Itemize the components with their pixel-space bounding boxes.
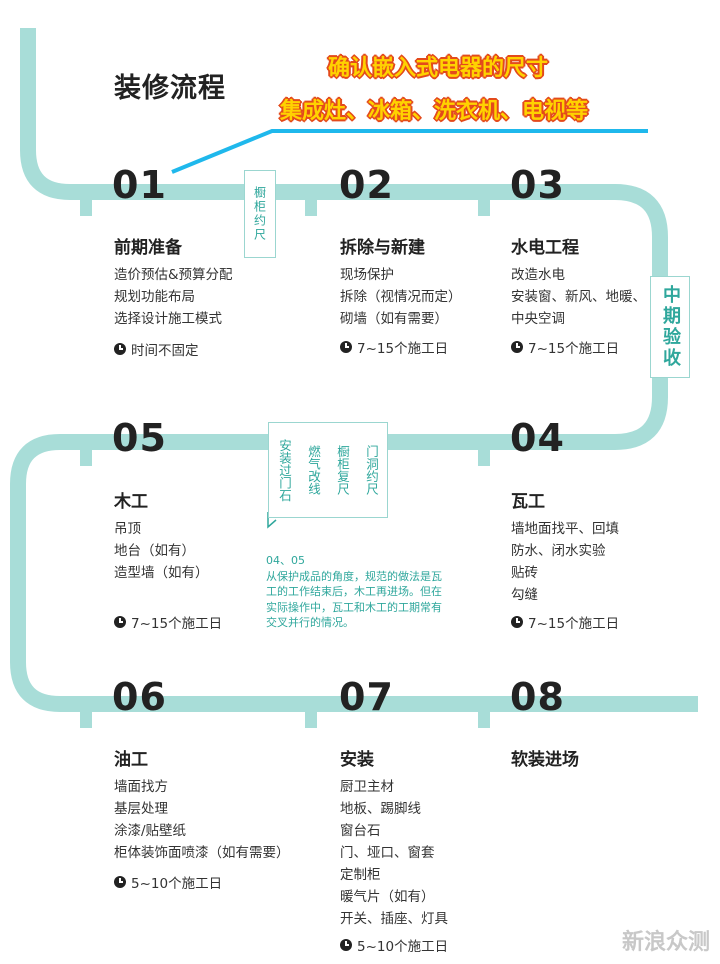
clock-icon [340,341,352,353]
list-item: 定制柜 [340,867,381,883]
step-08-number: 08 [510,675,565,719]
duration-text: 时间不固定 [131,343,199,359]
note-line: 交叉并行的情况。 [266,616,354,629]
duration-text: 7~15个施工日 [528,616,620,632]
step-07-number: 07 [339,675,394,719]
step-05-duration: 7~15个施工日 [114,612,222,632]
list-item: 开关、插座、灯具 [340,911,448,927]
duration-text: 7~15个施工日 [357,341,449,357]
step-02-number: 02 [339,163,394,207]
list-item: 规划功能布局 [114,289,195,305]
clock-icon [511,341,523,353]
watermark-logo: 新浪众测 [621,930,710,955]
measure-col-2: 橱柜复尺 [335,445,350,495]
list-item: 勾缝 [511,587,538,603]
step-04-duration: 7~15个施工日 [511,612,619,632]
list-item: 基层处理 [114,801,168,817]
note-label: 04、05 [266,554,305,567]
step-03-items: 改造水电 安装窗、新风、地暖、 中央空调 [511,264,646,330]
step-04-items: 墙地面找平、回填 防水、闭水实验 贴砖 勾缝 [511,518,619,606]
step-07-duration: 5~10个施工日 [340,935,448,955]
annotation-pointer-line [171,129,648,174]
duration-text: 5~10个施工日 [131,876,223,892]
list-item: 吊顶 [114,521,141,537]
step-02-duration: 7~15个施工日 [340,337,448,357]
note-line: 从保护成品的角度，规范的做法是瓦 [266,569,442,583]
list-item: 墙地面找平、回填 [511,521,619,537]
page-title: 装修流程 [114,73,226,104]
step-06-items: 墙面找方 基层处理 涂漆/贴壁纸 柜体装饰面喷漆（如有需要） [114,776,290,864]
list-item: 门、垭口、窗套 [340,845,435,861]
clock-icon [114,343,126,355]
list-item: 暖气片（如有） [340,889,435,905]
list-item: 柜体装饰面喷漆（如有需要） [114,845,290,861]
step-03-duration: 7~15个施工日 [511,337,619,357]
cabinet-measure-label: 橱柜约尺 [252,186,267,242]
duration-text: 7~15个施工日 [528,341,620,357]
annotation-line-1: 确认嵌入式电器的尺寸 [328,56,549,81]
clock-icon [511,616,523,628]
step-03-heading: 水电工程 [511,238,579,258]
list-item: 贴砖 [511,565,538,581]
overlap-note: 04、05 从保护成品的角度，规范的做法是瓦 工的工作结束后，木工再进场。但在 … [266,553,466,631]
step-02-items: 现场保护 拆除（视情况而定） 砌墙（如有需要） [340,264,462,330]
duration-text: 5~10个施工日 [357,939,449,955]
list-item: 拆除（视情况而定） [340,289,462,305]
list-item: 中央空调 [511,311,565,327]
step-07-items: 厨卫主材 地板、踢脚线 窗台石 门、垭口、窗套 定制柜 暖气片（如有） 开关、插… [340,776,448,930]
step-04-number: 04 [510,416,565,460]
step-06-number: 06 [112,675,167,719]
list-item: 窗台石 [340,823,381,839]
step-08-heading: 软装进场 [511,750,579,770]
list-item: 现场保护 [340,267,394,283]
list-item: 造价预估&预算分配 [114,267,233,283]
list-item: 地板、踢脚线 [340,801,421,817]
step-05-items: 吊顶 地台（如有） 造型墙（如有） [114,518,209,584]
midterm-inspection-label: 中期验收 [660,285,681,369]
note-line: 工的工作结束后，木工再进场。但在 [266,585,442,598]
step-04-heading: 瓦工 [511,492,545,512]
step-03-number: 03 [510,163,565,207]
clock-icon [340,939,352,951]
step-05-number: 05 [112,416,167,460]
measure-col-4: 安装过门石 [277,438,292,502]
list-item: 防水、闭水实验 [511,543,606,559]
list-item: 厨卫主材 [340,779,394,795]
step-01-duration: 时间不固定 [114,339,199,359]
step-06-heading: 油工 [114,750,148,770]
duration-text: 7~15个施工日 [131,616,223,632]
list-item: 涂漆/贴壁纸 [114,823,187,839]
list-item: 安装窗、新风、地暖、 [511,289,646,305]
measure-col-1: 门洞约尺 [364,445,379,495]
measure-box: 门洞约尺 橱柜复尺 燃气改线 安装过门石 [268,422,388,518]
step-07-heading: 安装 [340,750,374,770]
list-item: 选择设计施工模式 [114,311,222,327]
midterm-inspection-box: 中期验收 [650,276,690,378]
list-item: 墙面找方 [114,779,168,795]
note-line: 实际操作中，瓦工和木工的工期常有 [266,600,442,614]
measure-col-3: 燃气改线 [306,445,321,495]
step-01-number: 01 [112,163,167,207]
list-item: 砌墙（如有需要） [340,311,448,327]
step-05-heading: 木工 [114,492,148,512]
clock-icon [114,616,126,628]
step-02-heading: 拆除与新建 [340,238,425,258]
list-item: 造型墙（如有） [114,565,209,581]
step-01-heading: 前期准备 [114,238,182,258]
cabinet-measure-box: 橱柜约尺 [244,170,276,258]
clock-icon [114,876,126,888]
step-06-duration: 5~10个施工日 [114,872,222,892]
list-item: 改造水电 [511,267,565,283]
list-item: 地台（如有） [114,543,195,559]
annotation-line-2: 集成灶、冰箱、洗衣机、电视等 [280,99,589,124]
step-01-items: 造价预估&预算分配 规划功能布局 选择设计施工模式 [114,264,233,330]
